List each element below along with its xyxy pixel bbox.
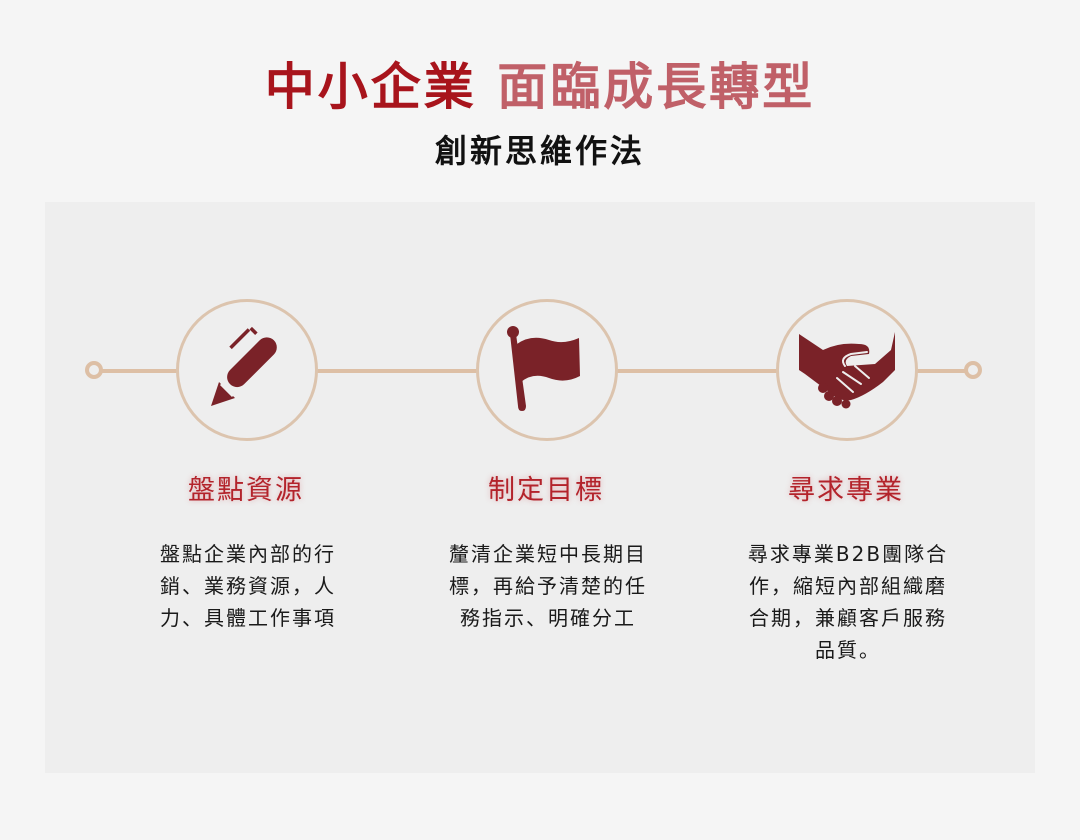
step-1-title: 盤點資源	[188, 475, 304, 506]
step-2-description: 釐清企業短中長期目 標，再給予清楚的任 務指示、明確分工	[428, 538, 668, 634]
desc-line: 釐清企業短中長期目	[449, 542, 647, 566]
desc-line: 力、具體工作事項	[160, 606, 336, 630]
step-3-icon-circle	[776, 299, 918, 441]
page-title: 中小企業 面臨成長轉型	[0, 52, 1080, 122]
step-1-icon-circle	[176, 299, 318, 441]
desc-line: 銷、業務資源，人	[160, 574, 336, 598]
desc-line: 盤點企業內部的行	[160, 542, 336, 566]
timeline-start-node	[85, 361, 103, 379]
desc-line: 務指示、明確分工	[460, 606, 636, 630]
handshake-icon	[799, 332, 895, 409]
title-part-2: 面臨成長轉型	[497, 58, 816, 116]
step-3-description: 尋求專業B2B團隊合 作，縮短內部組織磨 合期，兼顧客戶服務 品質。	[728, 538, 968, 666]
pen-icon	[211, 326, 277, 406]
step-2-title: 制定目標	[488, 475, 604, 506]
flag-icon	[507, 326, 580, 411]
desc-line: 合期，兼顧客戶服務	[749, 606, 947, 630]
step-2-icon-circle	[476, 299, 618, 441]
desc-line: 尋求專業B2B團隊合	[747, 542, 949, 566]
page-subtitle: 創新思維作法	[434, 132, 645, 170]
timeline-end-node	[964, 361, 982, 379]
step-3-title: 尋求專業	[788, 475, 904, 506]
desc-line: 品質。	[815, 638, 881, 662]
desc-line: 作，縮短內部組織磨	[749, 574, 947, 598]
title-part-1: 中小企業	[264, 58, 477, 116]
step-1-description: 盤點企業內部的行 銷、業務資源，人 力、具體工作事項	[128, 538, 368, 634]
content-panel	[45, 202, 1035, 773]
desc-line: 標，再給予清楚的任	[449, 574, 647, 598]
